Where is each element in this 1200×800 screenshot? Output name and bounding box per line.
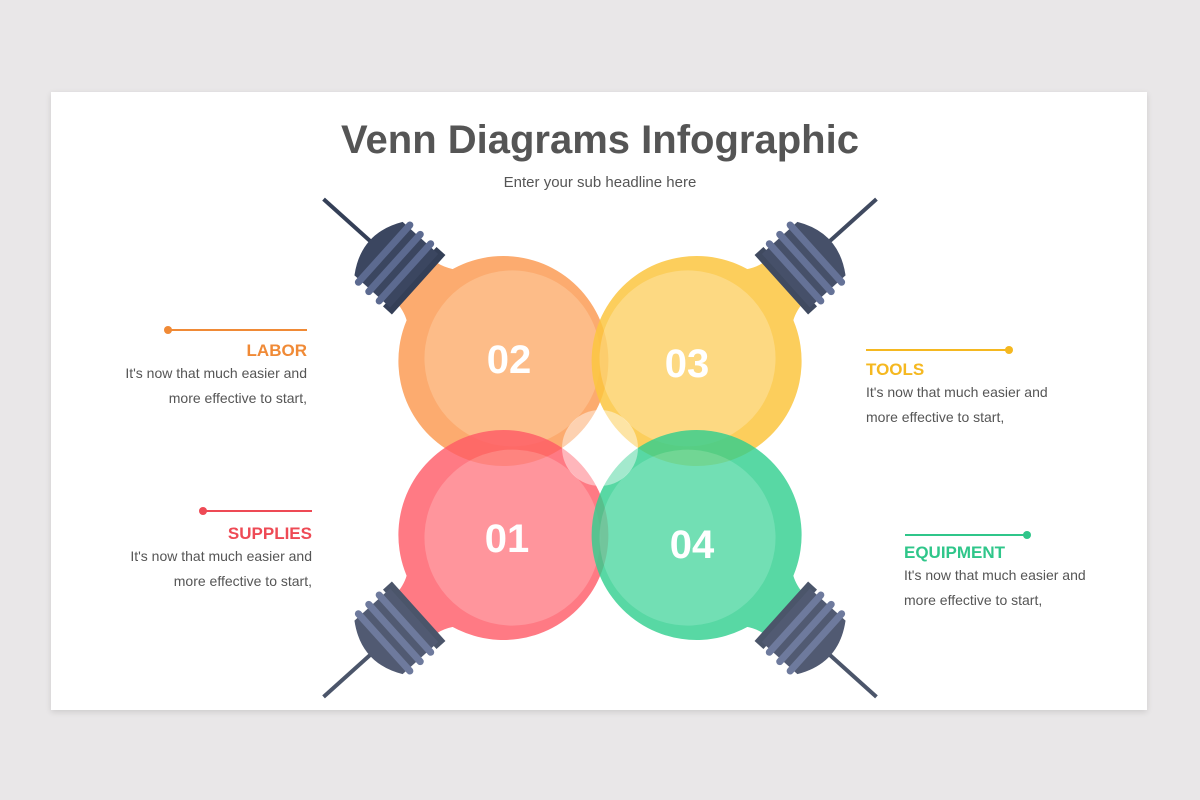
equipment-text-1: It's now that much easier and <box>904 567 1086 583</box>
equipment-text-2: more effective to start, <box>904 592 1043 608</box>
supplies-label: SUPPLIES It's now that much easier and m… <box>52 524 312 594</box>
number-01: 01 <box>485 517 530 561</box>
tools-connector <box>866 346 1013 354</box>
labor-heading: LABOR <box>246 341 307 360</box>
equipment-heading: EQUIPMENT <box>904 543 1006 562</box>
number-04: 04 <box>670 523 715 567</box>
number-03: 03 <box>665 342 710 386</box>
labor-connector <box>164 326 307 334</box>
labor-label: LABOR It's now that much easier and more… <box>47 341 307 411</box>
page-title: Venn Diagrams Infographic <box>341 118 859 162</box>
labor-text-2: more effective to start, <box>168 390 307 406</box>
number-02: 02 <box>487 338 532 382</box>
center-dot <box>585 433 615 463</box>
tools-label: TOOLS It's now that much easier and more… <box>866 360 1126 430</box>
supplies-text-2: more effective to start, <box>173 573 312 589</box>
supplies-text-1: It's now that much easier and <box>130 548 312 564</box>
bulb-02 <box>261 130 609 467</box>
subtitle: Enter your sub headline here <box>503 174 697 191</box>
supplies-heading: SUPPLIES <box>227 524 312 543</box>
bulb-03 <box>591 130 939 467</box>
tools-heading: TOOLS <box>866 360 925 379</box>
labor-text-1: It's now that much easier and <box>125 365 307 381</box>
bulb-01 <box>261 429 609 766</box>
equipment-connector <box>905 531 1031 539</box>
tools-text-2: more effective to start, <box>866 409 1005 425</box>
supplies-connector <box>199 507 312 515</box>
bulb-04 <box>591 429 939 766</box>
tools-text-1: It's now that much easier and <box>866 384 1048 400</box>
equipment-label: EQUIPMENT It's now that much easier and … <box>904 543 1164 613</box>
